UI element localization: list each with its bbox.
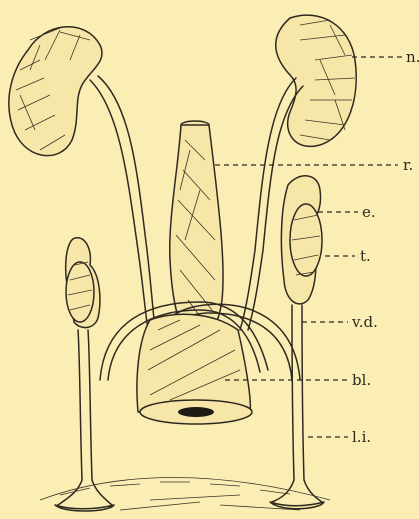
label-li: l.i. bbox=[352, 428, 371, 446]
left-insertion bbox=[55, 480, 114, 511]
label-t: t. bbox=[360, 247, 371, 265]
right-kidney bbox=[276, 15, 357, 146]
rectum bbox=[170, 121, 223, 341]
bladder bbox=[137, 314, 252, 424]
left-kidney bbox=[9, 27, 102, 156]
right-testis bbox=[281, 176, 322, 480]
label-r: r. bbox=[403, 156, 413, 174]
right-insertion bbox=[270, 480, 324, 509]
label-e: e. bbox=[362, 203, 376, 221]
left-testis bbox=[66, 238, 100, 480]
label-bl: bl. bbox=[352, 371, 371, 389]
label-n: n. bbox=[406, 48, 419, 66]
label-vd: v.d. bbox=[351, 313, 378, 331]
